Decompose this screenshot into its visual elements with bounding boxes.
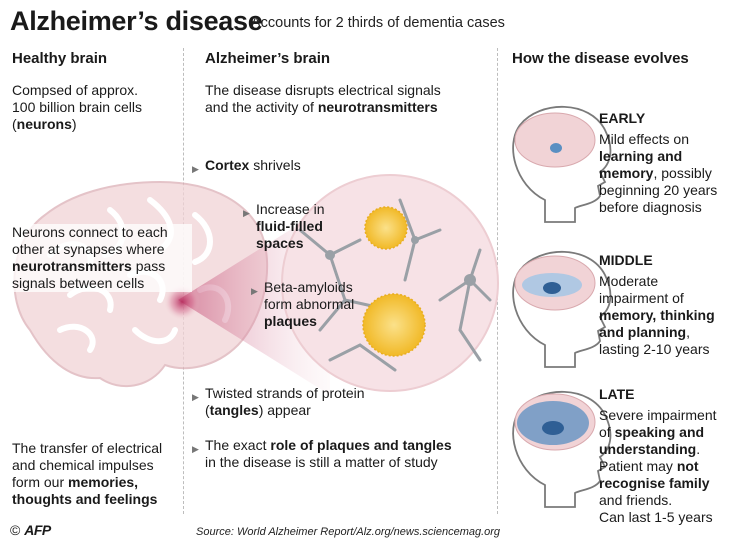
disease-evolves-heading: How the disease evolves — [512, 50, 689, 67]
plaques-text: ▶ Beta-amyloids form abnormal plaques — [251, 279, 355, 329]
head-icon-late — [512, 390, 612, 508]
affected-area-early — [550, 143, 562, 153]
source-credit: Source: World Alzheimer Report/Alz.org/n… — [196, 526, 501, 538]
bullet-arrow-icon: ▶ — [192, 444, 199, 454]
alz-intro-text: The disease disrupts electrical signals … — [205, 82, 441, 115]
copyright-symbol: © — [10, 522, 21, 538]
bullet-arrow-icon: ▶ — [192, 164, 199, 174]
plaque-icon-bottom — [362, 293, 426, 357]
stage-late: LATE Severe impairment of speaking and u… — [599, 386, 734, 526]
stage-early-label: EARLY — [599, 110, 646, 126]
bullet-arrow-icon: ▶ — [192, 392, 199, 402]
afp-logo-text: AFP — [24, 522, 51, 538]
head-icon-middle — [512, 250, 612, 368]
fluid-spaces-text: ▶ Increase in fluid-filled spaces — [243, 201, 325, 251]
stage-middle: MIDDLE Moderate impairment of memory, th… — [599, 252, 734, 358]
role-text: ▶ The exact role of plaques and tangles … — [192, 437, 452, 470]
page-title: Alzheimer’s disease — [10, 6, 263, 36]
healthy-impulse-text: The transfer of electrical and chemical … — [12, 440, 163, 507]
focus-spot-icon — [164, 284, 200, 320]
magnified-view — [281, 174, 499, 392]
afp-logo: © AFP — [10, 522, 51, 538]
stage-late-label: LATE — [599, 386, 635, 402]
stage-early: EARLY Mild effects on learning and memor… — [599, 110, 734, 216]
alzheimers-brain-heading: Alzheimer’s brain — [205, 50, 331, 67]
cortex-text: ▶ Cortex shrivels — [192, 157, 405, 174]
plaque-icon-top — [364, 206, 408, 250]
page-subtitle: Accounts for 2 thirds of dementia cases — [251, 15, 505, 31]
tangles-text: ▶ Twisted strands of protein (tangles) a… — [192, 385, 365, 418]
bullet-arrow-icon: ▶ — [251, 286, 258, 296]
healthy-synapse-text: Neurons connect to each other at synapse… — [12, 224, 192, 292]
healthy-brain-heading: Healthy brain — [12, 50, 108, 67]
head-icon-early — [512, 105, 612, 223]
healthy-brain-cells-text: Compsed of approx. 100 billion brain cel… — [12, 82, 142, 132]
stage-middle-label: MIDDLE — [599, 252, 653, 268]
bullet-arrow-icon: ▶ — [243, 208, 250, 218]
